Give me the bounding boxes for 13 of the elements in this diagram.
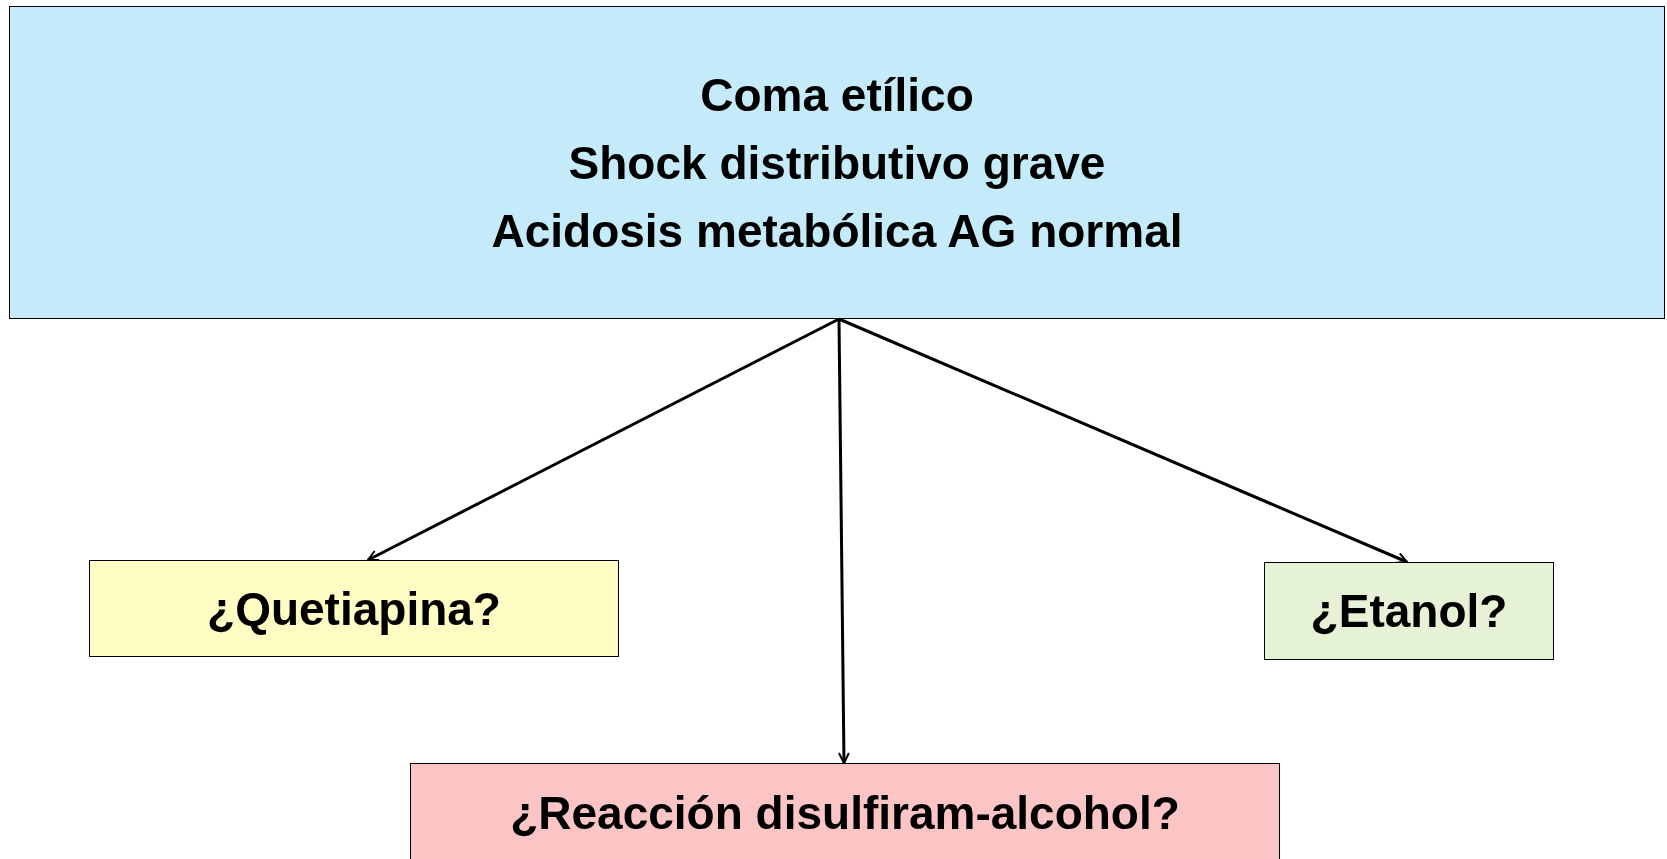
node-text: ¿Quetiapina? bbox=[207, 581, 501, 636]
node-text: Acidosis metabólica AG normal bbox=[491, 203, 1183, 258]
process-box bbox=[89, 560, 619, 657]
arrow bbox=[838, 317, 1408, 564]
node-text: ¿Reacción disulfiram-alcohol? bbox=[510, 786, 1180, 840]
arrow bbox=[837, 319, 850, 764]
arrow bbox=[367, 317, 840, 562]
process-box bbox=[1264, 562, 1554, 660]
node-text: Coma etílico bbox=[700, 67, 974, 122]
process-box bbox=[410, 763, 1280, 859]
process-box bbox=[9, 6, 1665, 319]
node-text: ¿Etanol? bbox=[1310, 584, 1508, 638]
node-text: Shock distributivo grave bbox=[568, 135, 1106, 190]
